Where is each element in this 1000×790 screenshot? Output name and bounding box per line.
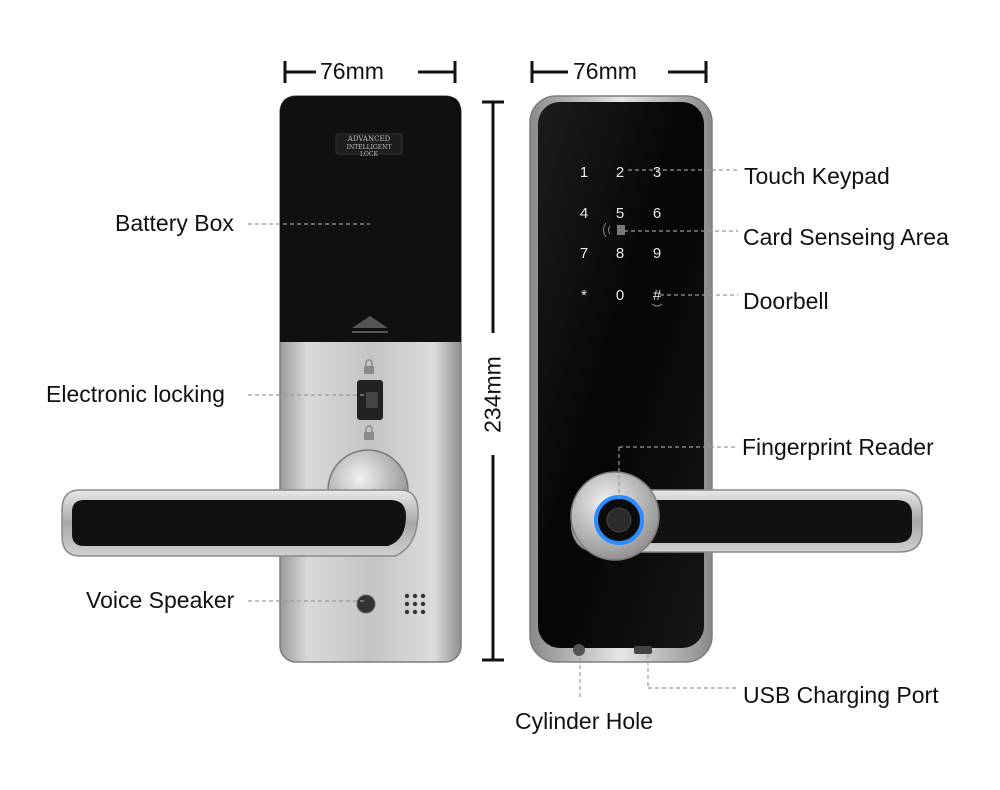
usb-port-icon xyxy=(634,646,652,654)
front-glass-panel xyxy=(538,102,704,648)
dimension-right-width: 76mm xyxy=(573,58,637,84)
engraving-plate xyxy=(335,133,403,155)
key-5: 5 xyxy=(616,205,624,222)
key-star: * xyxy=(581,287,587,304)
key-4: 4 xyxy=(580,205,588,222)
cylinder-hole-icon xyxy=(573,644,585,656)
key-8: 8 xyxy=(616,245,624,262)
fingerprint-sensor-icon xyxy=(606,507,632,533)
dimension-lines xyxy=(283,61,708,662)
label-fingerprint-reader: Fingerprint Reader xyxy=(742,434,934,460)
touch-keypad: 1 2 3 4 5 6 7 8 9 * 0 # xyxy=(580,164,662,304)
key-6: 6 xyxy=(653,205,661,222)
label-touch-keypad: Touch Keypad xyxy=(744,163,890,189)
key-0: 0 xyxy=(616,287,624,304)
doorbell-icon xyxy=(651,303,663,307)
key-1: 1 xyxy=(580,164,588,181)
dimension-height: 234mm xyxy=(479,356,506,433)
dimension-left-width: 76mm xyxy=(320,58,384,84)
leader-lines xyxy=(248,169,738,700)
speaker-grille xyxy=(404,593,426,615)
key-9: 9 xyxy=(653,245,661,262)
front-handle-insert xyxy=(591,500,912,543)
label-doorbell: Doorbell xyxy=(743,288,829,314)
key-7: 7 xyxy=(580,245,588,262)
key-hash: # xyxy=(653,287,662,304)
engraving-line-1: ADVANCED xyxy=(347,135,391,143)
key-3: 3 xyxy=(653,164,661,181)
battery-latch-icon xyxy=(352,316,388,328)
label-voice-speaker: Voice Speaker xyxy=(86,587,235,613)
label-battery-box: Battery Box xyxy=(115,210,234,236)
back-handle-insert xyxy=(72,500,406,546)
engraving-line-2: INTELLIGENT LOCK xyxy=(346,144,392,158)
label-electronic-locking: Electronic locking xyxy=(46,381,225,407)
battery-box-cover xyxy=(280,96,461,342)
back-screw xyxy=(356,594,376,614)
label-usb-charging-port: USB Charging Port xyxy=(743,682,939,708)
label-cylinder-hole: Cylinder Hole xyxy=(515,708,654,734)
electronic-lock-indicator xyxy=(357,359,383,440)
front-view-lock: 1 2 3 4 5 6 7 8 9 * 0 # xyxy=(529,95,923,663)
label-card-sensing-area: Card Senseing Area xyxy=(743,224,949,250)
key-2: 2 xyxy=(616,164,624,181)
back-view-lock xyxy=(61,95,462,663)
card-sense-icon xyxy=(603,222,625,238)
